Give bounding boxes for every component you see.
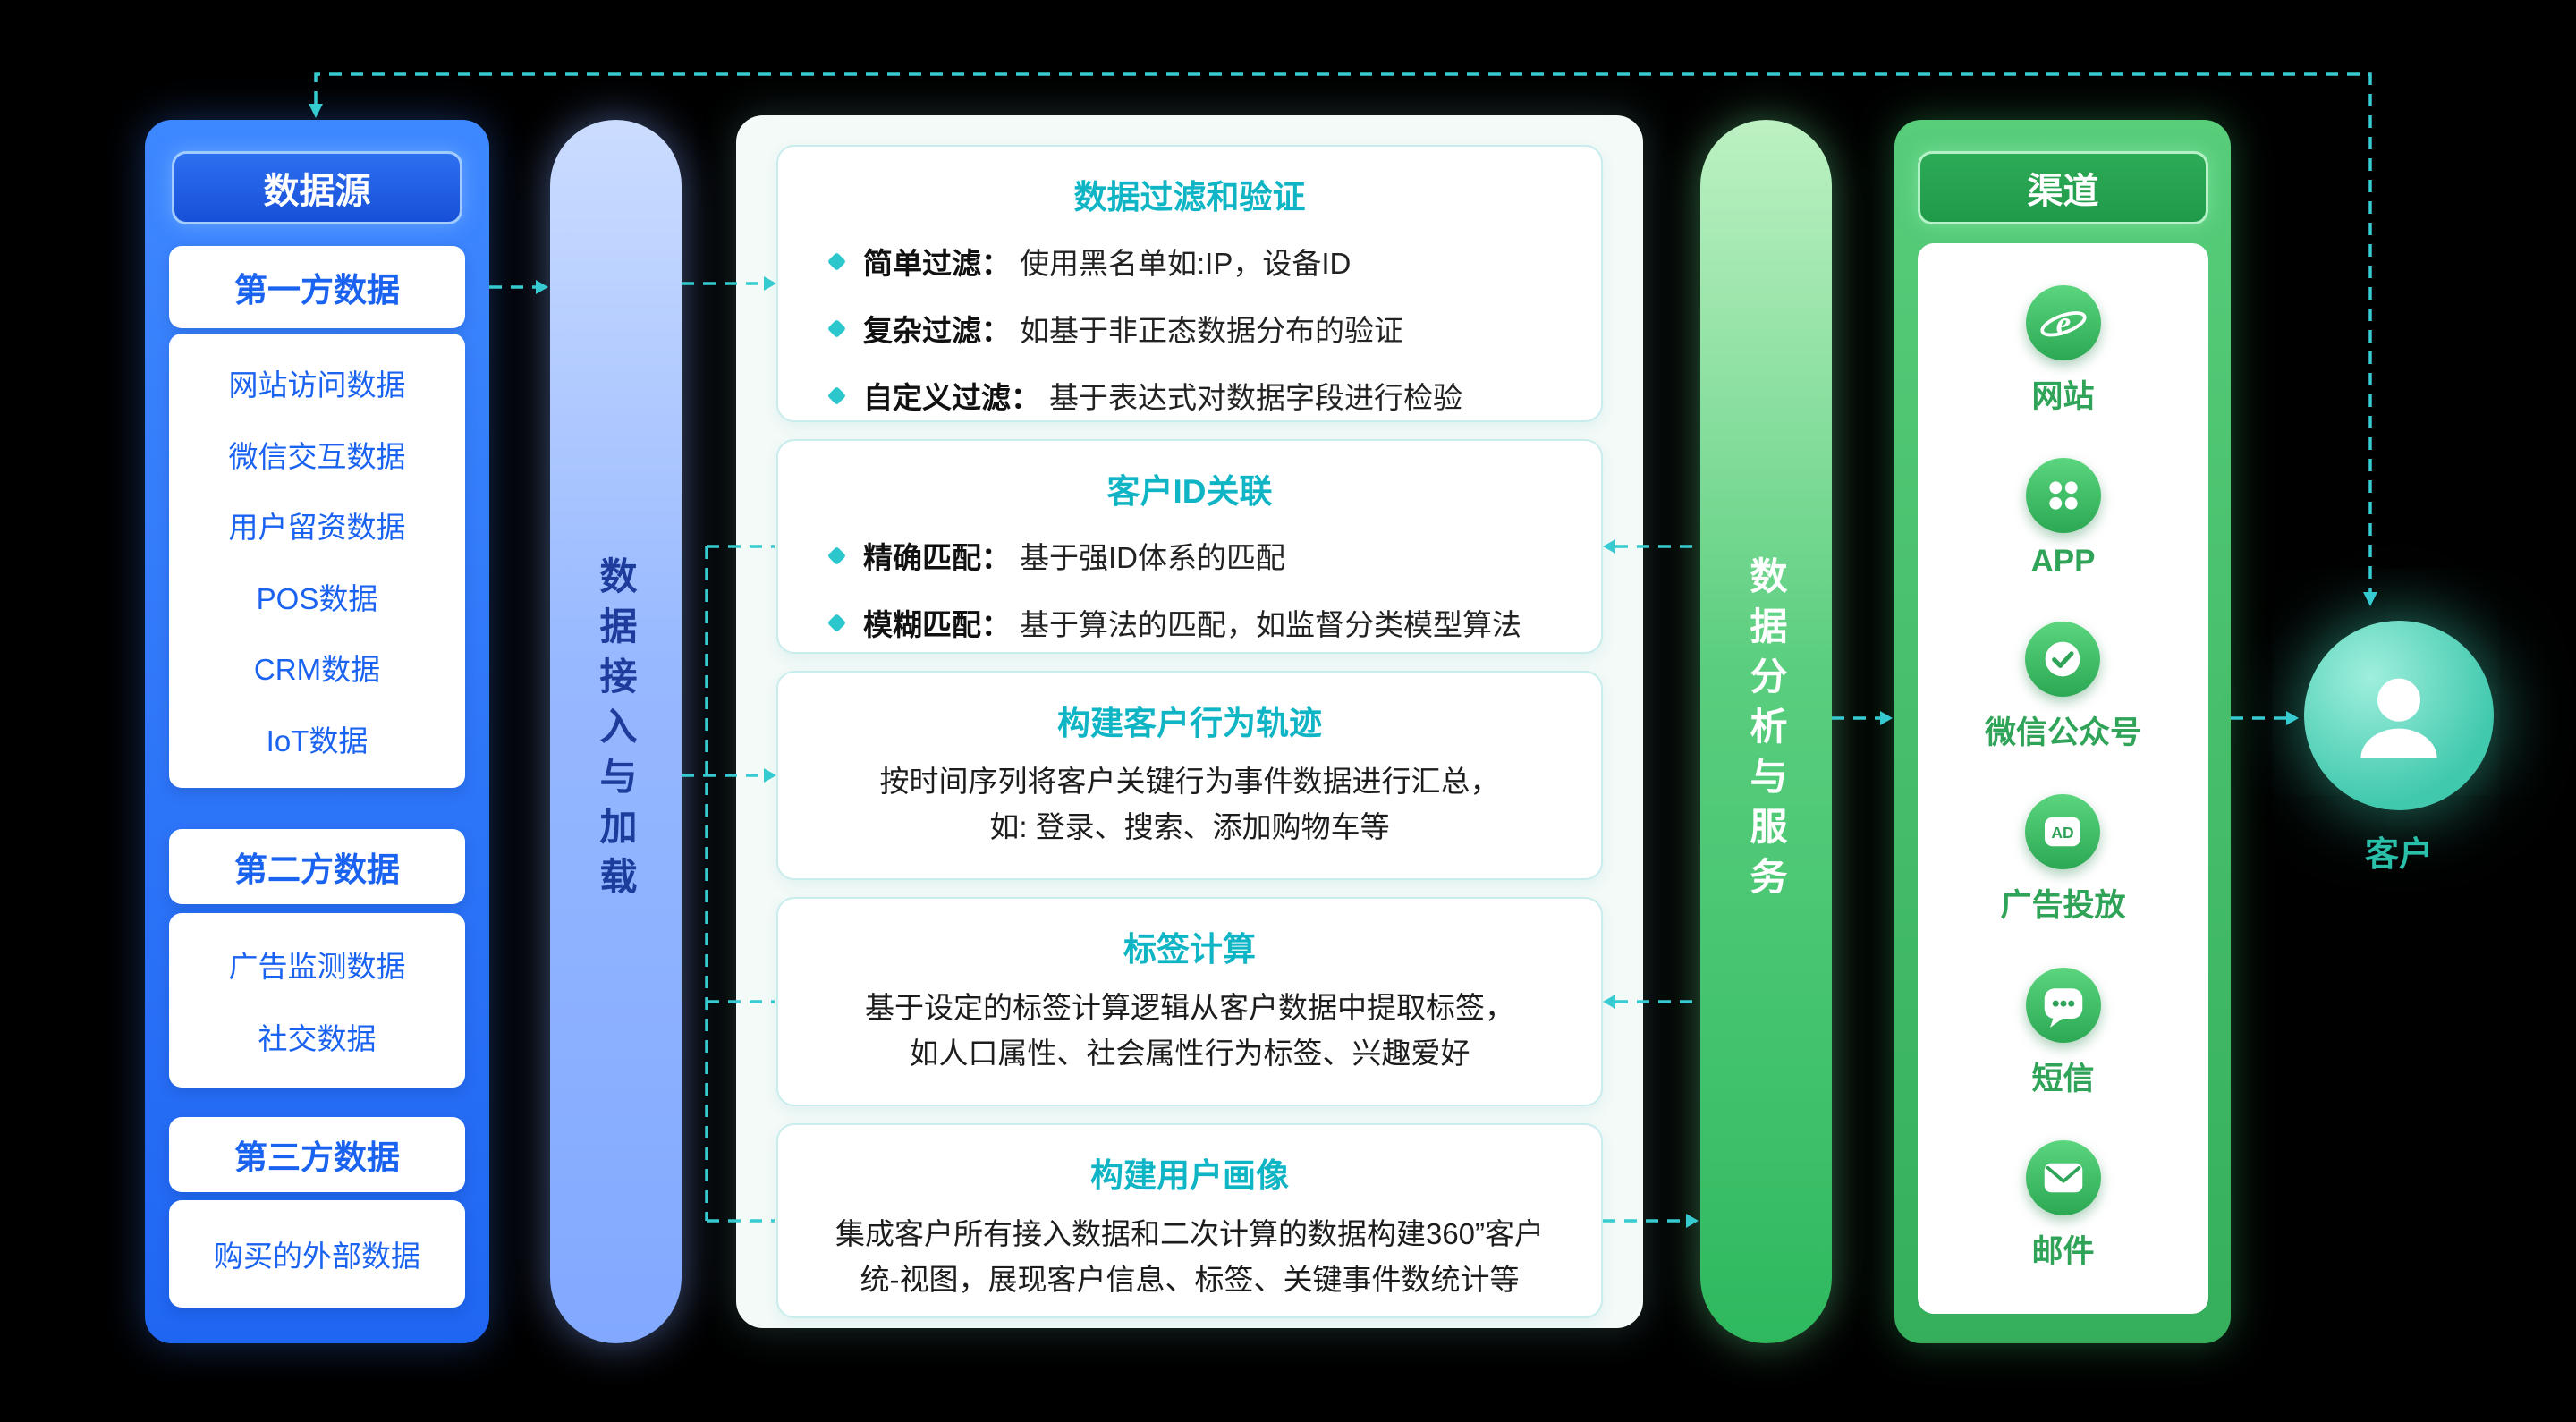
channel-label: 网站: [2031, 378, 2095, 414]
diamond-bullet-icon: [826, 546, 847, 565]
process-panel: 数据过滤和验证 简单过滤： 使用黑名单如:IP，设备ID 复杂过滤： 如基于非正…: [736, 115, 1643, 1328]
process-box-filter-validation: 数据过滤和验证 简单过滤： 使用黑名单如:IP，设备ID 复杂过滤： 如基于非正…: [776, 145, 1603, 422]
bullet-row: 简单过滤： 使用黑名单如:IP，设备ID: [826, 240, 1601, 283]
box-body: 按时间序列将客户关键行为事件数据进行汇总， 如: 登录、搜索、添加购物车等: [879, 765, 1500, 844]
second-party-list: 广告监测数据 社交数据: [169, 913, 465, 1088]
channel-label: APP: [2030, 544, 2096, 580]
channel-website: e 网站: [2025, 284, 2101, 417]
bullet-text: 使用黑名单如:IP，设备ID: [1020, 247, 1352, 280]
box-title: 客户ID关联: [1106, 473, 1273, 510]
bullet-row: 自定义过滤： 基于表达式对数据字段进行检验: [826, 374, 1601, 417]
bullet-label: 精确匹配：: [863, 541, 1011, 574]
process-box-user-profile: 构建用户画像 集成客户所有接入数据和二次计算的数据构建360”客户 统-视图，展…: [776, 1123, 1603, 1318]
box-title: 标签计算: [1123, 931, 1256, 968]
channel-wechat-official: 微信公众号: [1984, 621, 2141, 753]
process-box-behavior-track: 构建客户行为轨迹 按时间序列将客户关键行为事件数据进行汇总， 如: 登录、搜索、…: [776, 671, 1603, 880]
diamond-bullet-icon: [826, 613, 847, 632]
third-party-list: 购买的外部数据: [169, 1200, 465, 1308]
process-box-tag-compute: 标签计算 基于设定的标签计算逻辑从客户数据中提取标签， 如人口属性、社会属性行为…: [776, 897, 1603, 1106]
channel-list: e 网站 APP: [1918, 243, 2208, 1314]
bullet-text: 基于算法的匹配，如监督分类模型算法: [1020, 608, 1521, 641]
channels-title: 渠道: [1918, 151, 2208, 224]
ingest-bar-label: 数据接入与加载: [595, 556, 637, 907]
bullet-text: 如基于非正态数据分布的验证: [1020, 314, 1403, 347]
channel-label: 邮件: [2031, 1234, 2095, 1270]
browser-icon: e: [2025, 284, 2101, 360]
diamond-bullet-icon: [826, 318, 847, 338]
verified-badge-icon: [2025, 621, 2101, 697]
bullet-row: 复杂过滤： 如基于非正态数据分布的验证: [826, 307, 1601, 350]
list-item: 购买的外部数据: [214, 1240, 420, 1273]
data-sources-title: 数据源: [172, 151, 462, 224]
diamond-bullet-icon: [826, 251, 847, 271]
bullet-row: 精确匹配： 基于强ID体系的匹配: [826, 534, 1601, 577]
customer-avatar-icon: [2304, 621, 2494, 810]
bullet-label: 模糊匹配：: [863, 608, 1011, 641]
channel-advertising: AD 广告投放: [2000, 794, 2126, 926]
box-body: 集成客户所有接入数据和二次计算的数据构建360”客户 统-视图，展现客户信息、标…: [835, 1217, 1545, 1297]
process-box-id-mapping: 客户ID关联 精确匹配： 基于强ID体系的匹配 模糊匹配： 基于算法的匹配，如监…: [776, 439, 1603, 654]
first-party-header: 第一方数据: [169, 246, 465, 328]
third-party-header: 第三方数据: [169, 1117, 465, 1192]
customer-node: 客户: [2304, 621, 2494, 876]
channel-sms: 短信: [2025, 967, 2101, 1099]
ad-icon: AD: [2025, 794, 2101, 870]
channel-label: 微信公众号: [1984, 715, 2141, 750]
bullet-text: 基于强ID体系的匹配: [1020, 541, 1285, 574]
list-item: 广告监测数据: [228, 950, 406, 983]
channel-label: 短信: [2031, 1061, 2095, 1096]
list-item: 社交数据: [258, 1022, 377, 1055]
data-sources-panel: 数据源 第一方数据 网站访问数据 微信交互数据 用户留资数据 POS数据 CRM…: [145, 120, 489, 1343]
diamond-bullet-icon: [826, 385, 847, 405]
bullet-label: 复杂过滤：: [863, 314, 1011, 347]
channel-email: 邮件: [2025, 1140, 2101, 1272]
analysis-service-bar: 数据分析与服务: [1700, 120, 1832, 1343]
channels-panel: 渠道 e 网站 APP: [1894, 120, 2231, 1343]
bullet-text: 基于表达式对数据字段进行检验: [1049, 381, 1462, 414]
list-item: POS数据: [256, 581, 378, 615]
second-party-header: 第二方数据: [169, 829, 465, 904]
analysis-service-bar-label: 数据分析与服务: [1745, 556, 1787, 907]
box-title: 构建客户行为轨迹: [1057, 705, 1322, 741]
list-item: CRM数据: [253, 653, 381, 687]
channel-label: 广告投放: [2000, 888, 2126, 924]
first-party-list: 网站访问数据 微信交互数据 用户留资数据 POS数据 CRM数据 IoT数据: [169, 334, 465, 788]
sms-bubble-icon: [2025, 967, 2101, 1043]
list-item: IoT数据: [266, 724, 369, 758]
app-grid-icon: [2025, 458, 2101, 534]
list-item: 用户留资数据: [228, 511, 406, 545]
box-title: 数据过滤和验证: [1073, 179, 1306, 216]
email-icon: [2025, 1140, 2101, 1216]
bullet-row: 模糊匹配： 基于算法的匹配，如监督分类模型算法: [826, 601, 1601, 644]
channel-app: APP: [2025, 458, 2101, 580]
svg-text:AD: AD: [2052, 824, 2074, 842]
list-item: 微信交互数据: [228, 439, 406, 473]
box-title: 构建用户画像: [1090, 1157, 1289, 1194]
bullet-label: 自定义过滤：: [863, 381, 1040, 414]
box-body: 基于设定的标签计算逻辑从客户数据中提取标签， 如人口属性、社会属性行为标签、兴趣…: [865, 991, 1514, 1071]
svg-text:e: e: [2055, 305, 2071, 342]
customer-label: 客户: [2364, 836, 2433, 874]
bullet-label: 简单过滤：: [863, 247, 1011, 280]
ingest-bar: 数据接入与加载: [550, 120, 682, 1343]
list-item: 网站访问数据: [228, 368, 406, 402]
